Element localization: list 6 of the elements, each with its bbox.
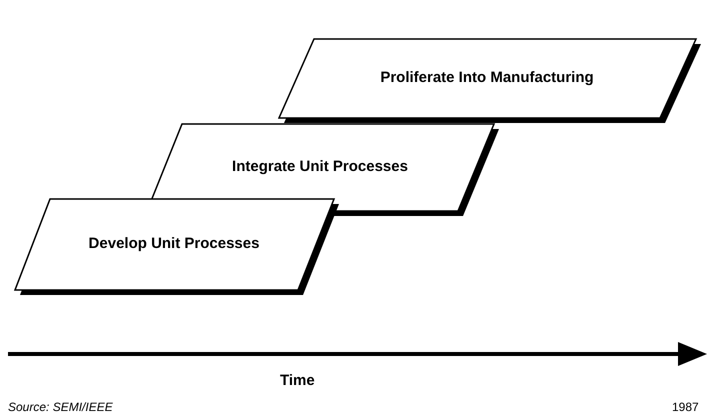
axis-label: Time: [280, 371, 315, 391]
figure-number: 1987: [672, 399, 699, 416]
step-label: Integrate Unit Processes: [232, 156, 408, 177]
step-label: Develop Unit Processes: [88, 234, 260, 254]
step-label: Proliferate Into Manufacturing: [380, 68, 594, 88]
source-note: Source: SEMI/IEEE: [8, 399, 113, 416]
